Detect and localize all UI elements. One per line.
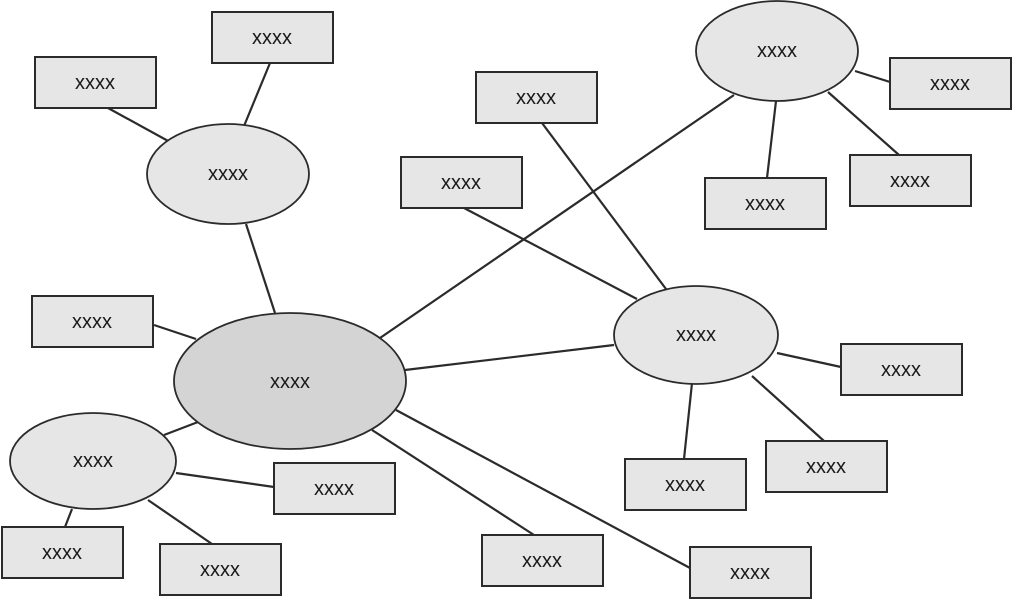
connector-top-left-left-box xyxy=(107,107,171,143)
box-r-right-label: xxxx xyxy=(881,359,921,381)
box-center-left: xxxx xyxy=(31,295,154,348)
box-bl-bottom-left-label: xxxx xyxy=(42,542,82,564)
box-tr-bottom-right: xxxx xyxy=(849,154,972,207)
hub-top-left: xxxx xyxy=(146,123,310,225)
box-r-left-top: xxxx xyxy=(400,156,523,209)
connector-top-right-bottom-box xyxy=(765,100,778,179)
connector-right-right-box xyxy=(776,351,842,369)
box-bl-bottom-label: xxxx xyxy=(200,559,240,581)
box-r-bottom-label: xxxx xyxy=(665,474,705,496)
connectors xyxy=(63,62,900,569)
box-r-top-label: xxxx xyxy=(516,87,556,109)
box-center-bottom-right: xxxx xyxy=(689,546,812,599)
box-tr-right: xxxx xyxy=(889,57,1012,110)
box-tl-left: xxxx xyxy=(34,56,157,109)
box-r-bottom-right-label: xxxx xyxy=(806,456,846,478)
hub-top-right-label: xxxx xyxy=(757,40,797,62)
hub-bottom-left: xxxx xyxy=(9,412,177,510)
hub-right: xxxx xyxy=(613,285,779,385)
central-node: xxxx xyxy=(173,312,407,450)
connector-top-left-top-box xyxy=(242,62,272,127)
connector-center-right xyxy=(404,343,615,372)
box-tl-top: xxxx xyxy=(211,11,334,64)
box-bl-bottom-left: xxxx xyxy=(1,526,124,579)
box-tr-bottom: xxxx xyxy=(704,177,827,230)
box-center-bottom-label: xxxx xyxy=(522,550,562,572)
connector-top-right-right-box xyxy=(854,69,891,84)
hub-top-right: xxxx xyxy=(695,0,859,102)
box-r-right: xxxx xyxy=(840,343,963,396)
connector-right-left-top-box xyxy=(463,207,638,300)
box-r-left-top-label: xxxx xyxy=(441,172,481,194)
connector-right-bottom-right-box xyxy=(751,375,825,442)
box-center-bottom-right-label: xxxx xyxy=(730,562,770,584)
box-bl-right: xxxx xyxy=(273,462,396,515)
box-r-top: xxxx xyxy=(475,71,598,124)
connector-bottom-left-bottom-box xyxy=(147,499,213,545)
connector-center-top-left xyxy=(244,223,277,314)
connector-center-top-right xyxy=(379,94,735,339)
box-tl-left-label: xxxx xyxy=(75,72,115,94)
box-r-bottom: xxxx xyxy=(624,458,747,511)
connector-center-bottom-box xyxy=(371,429,535,536)
box-tr-bottom-right-label: xxxx xyxy=(890,170,930,192)
box-tl-top-label: xxxx xyxy=(252,27,292,49)
connector-bottom-left-right-box xyxy=(175,471,275,489)
connector-right-top-box xyxy=(541,122,667,290)
box-center-left-label: xxxx xyxy=(72,311,112,333)
box-bl-right-label: xxxx xyxy=(314,478,354,500)
connector-top-right-bottom-right-box xyxy=(827,91,900,156)
box-tr-bottom-label: xxxx xyxy=(745,193,785,215)
hub-top-left-label: xxxx xyxy=(208,163,248,185)
connector-right-bottom-box xyxy=(682,382,694,460)
connector-center-bottom-left xyxy=(163,420,199,437)
hub-right-label: xxxx xyxy=(676,324,716,346)
connector-center-bottom-right-box xyxy=(395,409,691,569)
connector-center-left-box xyxy=(153,323,197,341)
box-tr-right-label: xxxx xyxy=(930,73,970,95)
box-bl-bottom: xxxx xyxy=(159,543,282,596)
central-node-label: xxxx xyxy=(270,371,310,393)
hub-bottom-left-label: xxxx xyxy=(73,450,113,472)
box-center-bottom: xxxx xyxy=(481,534,604,587)
box-r-bottom-right: xxxx xyxy=(765,440,888,493)
connector-bottom-left-bottom-left-box xyxy=(63,508,74,528)
